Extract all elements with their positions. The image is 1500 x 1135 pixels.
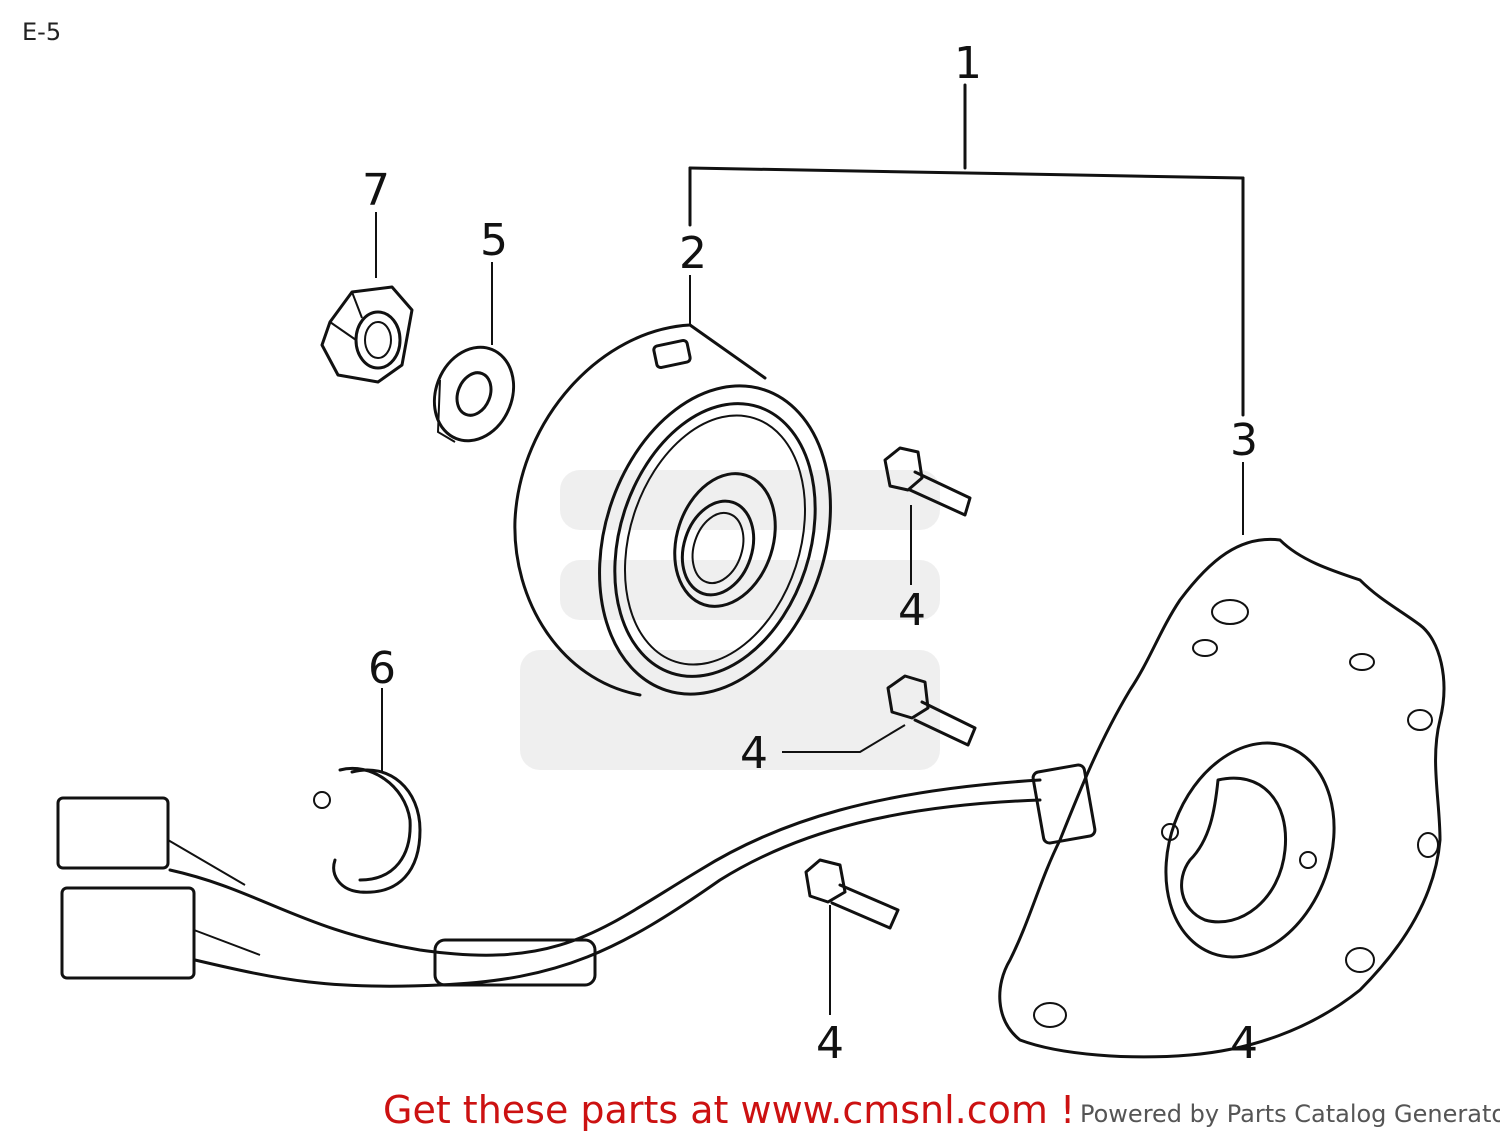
callout-label: 4 bbox=[816, 1018, 844, 1069]
callout-label: 6 bbox=[368, 643, 396, 694]
stator-icon bbox=[998, 537, 1446, 1059]
connector-icon bbox=[56, 796, 261, 980]
leader-lines bbox=[375, 212, 1244, 1015]
flywheel-icon bbox=[513, 323, 832, 697]
diagram-code: E-5 bbox=[22, 18, 62, 46]
watermark-logo bbox=[520, 470, 940, 770]
powered-by-text: Powered by Parts Catalog Generator bbox=[1080, 1100, 1500, 1128]
washer-icon bbox=[432, 345, 516, 443]
callout-label: 1 bbox=[954, 38, 982, 89]
bolt-icon bbox=[804, 446, 977, 930]
callout-label: 4 bbox=[740, 728, 768, 779]
callout-label: 5 bbox=[480, 215, 508, 266]
callout-label: 3 bbox=[1230, 415, 1258, 466]
promo-link[interactable]: Get these parts at www.cmsnl.com ! bbox=[383, 1088, 1076, 1132]
callout-labels: 1 2 3 4 4 4 4 5 6 7 bbox=[362, 38, 1258, 1069]
wire-harness bbox=[56, 778, 1042, 988]
nut-icon bbox=[320, 285, 414, 384]
callout-label: 7 bbox=[362, 165, 390, 216]
group-bracket bbox=[688, 83, 1245, 417]
clip-icon bbox=[313, 767, 422, 894]
callout-label: 2 bbox=[679, 228, 707, 279]
callout-label: 4 bbox=[1230, 1018, 1258, 1069]
callout-label: 4 bbox=[898, 585, 926, 636]
